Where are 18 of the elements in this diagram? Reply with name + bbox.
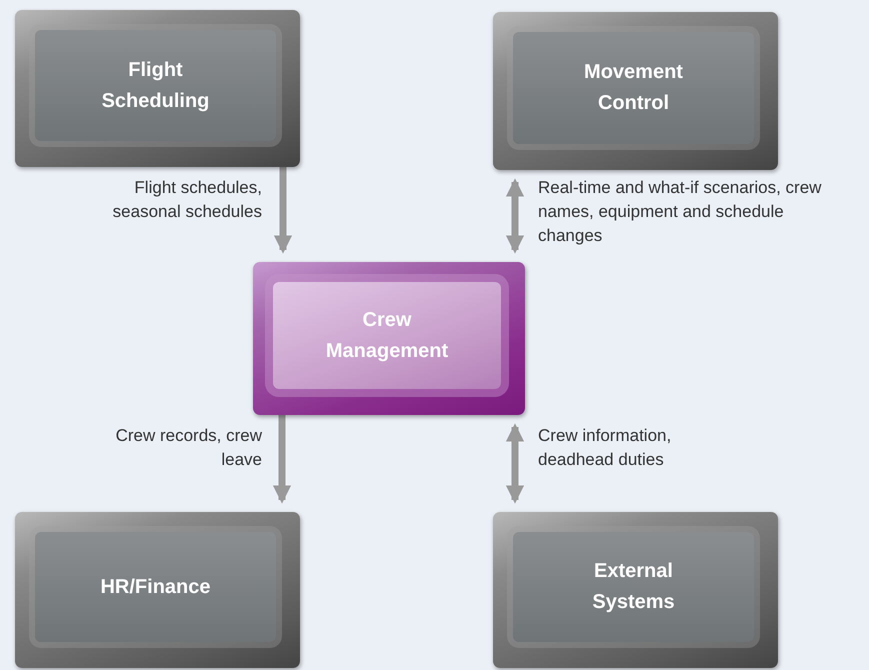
box-label: External Systems [591, 559, 676, 615]
box-label: HR/Finance [99, 574, 212, 600]
edge-label: Real-time and what-if scenarios, crew names, equipment and schedule changes [538, 177, 822, 247]
box-label: Crew Management [324, 308, 450, 364]
arrow [506, 178, 524, 254]
process-box [253, 262, 525, 415]
process-box [493, 12, 778, 170]
arrow [274, 167, 292, 254]
edge-label: Crew information, deadhead duties [538, 425, 672, 471]
process-box [15, 512, 300, 668]
process-box [493, 512, 778, 668]
box-label: Flight Scheduling [100, 58, 210, 114]
arrow [272, 415, 292, 504]
edge-label: Flight schedules, seasonal schedules [112, 177, 262, 223]
edge-label: Crew records, crew leave [114, 425, 262, 471]
arrow [506, 423, 524, 504]
process-box [15, 10, 300, 167]
box-label: Movement Control [583, 60, 684, 116]
